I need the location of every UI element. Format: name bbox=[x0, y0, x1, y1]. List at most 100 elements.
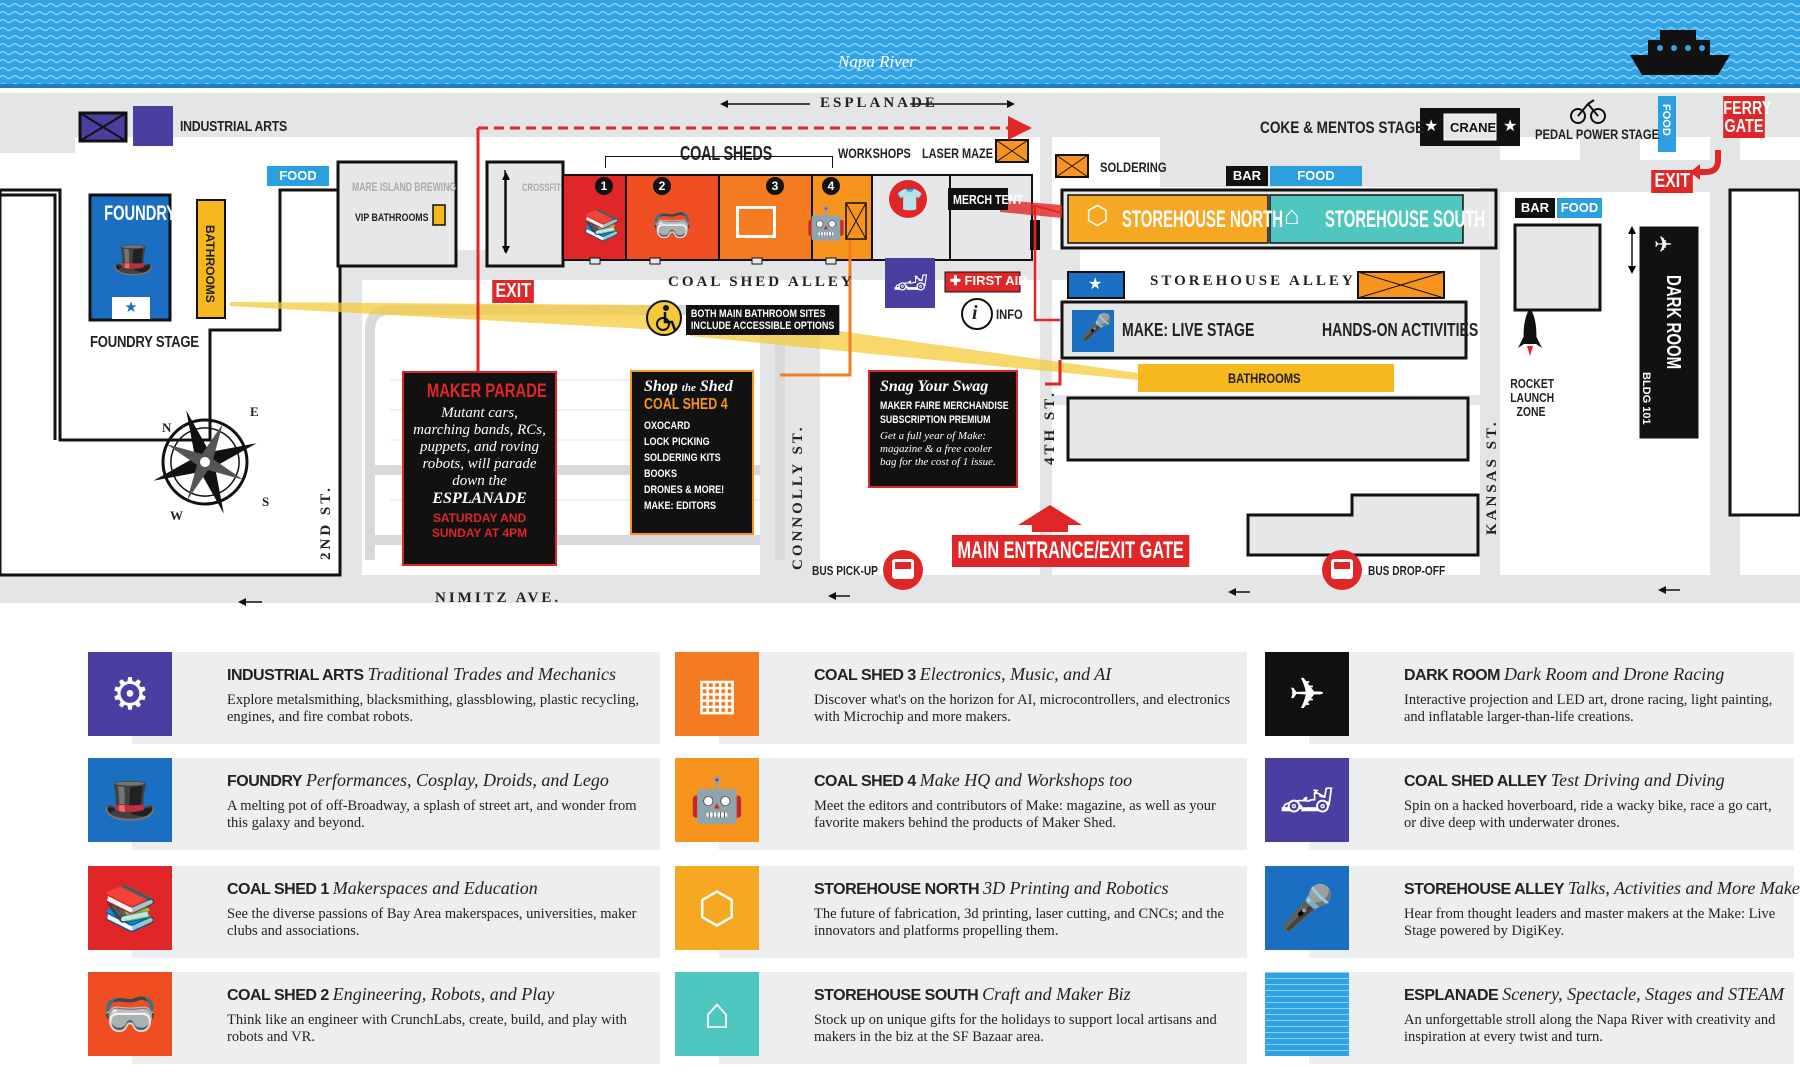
maker-parade-when: SATURDAY AND SUNDAY AT 4PM bbox=[431, 511, 528, 540]
compass-e: E bbox=[250, 404, 259, 419]
accessible-options-label: BOTH MAIN BATHROOM SITES INCLUDE ACCESSI… bbox=[686, 305, 840, 335]
storehouse-north-label: STOREHOUSE NORTH bbox=[1122, 206, 1283, 233]
shop-item: LOCK PICKING bbox=[644, 436, 710, 448]
snag-your-swag-callout: Snag Your Swag MAKER FAIRE MERCHANDISE S… bbox=[868, 370, 1018, 488]
storehouse-south-building bbox=[1269, 194, 1464, 244]
microphone-icon: 🎤 bbox=[1265, 866, 1349, 950]
napa-river bbox=[0, 0, 1800, 88]
legend-tagline: Engineering, Robots, and Play bbox=[332, 984, 555, 1004]
shop-item: SOLDERING KITS bbox=[644, 452, 721, 464]
go-kart-icon: 🏎 bbox=[893, 267, 929, 298]
site-map: Napa River ESPLANADE NIMITZ AVE. COAL SH… bbox=[0, 0, 1800, 606]
mare-island-brewing-label: MARE ISLAND BREWING bbox=[352, 180, 457, 194]
bicycle-icon bbox=[1570, 99, 1606, 124]
main-entrance-label[interactable]: MAIN ENTRANCE/EXIT GATE bbox=[952, 535, 1190, 567]
legend-tagline: Makerspaces and Education bbox=[332, 878, 538, 898]
foundry-bathrooms-label: BATHROOMS bbox=[203, 225, 217, 303]
legend-tagline: Traditional Trades and Mechanics bbox=[367, 664, 617, 684]
legend-description: Interactive projection and LED art, dron… bbox=[1404, 692, 1773, 725]
storehouse-north-building bbox=[1067, 194, 1269, 244]
bar-badge-storehouse: BAR bbox=[1226, 166, 1268, 186]
drone-icon: ✈ bbox=[1654, 232, 1673, 257]
maker-parade-title: MAKER PARADE bbox=[426, 381, 547, 402]
stage-star-icon: ★ bbox=[1088, 276, 1103, 293]
legend-description: Think like an engineer with CrunchLabs, … bbox=[227, 1012, 627, 1045]
legend-description: A melting pot of off-Broadway, a splash … bbox=[227, 798, 637, 831]
main-entrance-arrow bbox=[1018, 505, 1082, 532]
coal-shed-alley-label: COAL SHED ALLEY bbox=[668, 274, 855, 290]
make-live-stage-label: MAKE: LIVE STAGE bbox=[1122, 320, 1255, 340]
compass-s: S bbox=[262, 494, 270, 509]
crane-star-right: ★ bbox=[1503, 118, 1518, 135]
kansas-street-label: KANSAS ST. bbox=[1484, 419, 1500, 535]
compass-n: N bbox=[162, 420, 172, 435]
storehouse-south-label: STOREHOUSE SOUTH bbox=[1325, 206, 1486, 233]
legend-tagline: Performances, Cosplay, Droids, and Lego bbox=[306, 770, 609, 790]
legend-description: Spin on a hacked hoverboard, ride a wack… bbox=[1404, 798, 1772, 831]
legend-description: Hear from thought leaders and master mak… bbox=[1404, 906, 1776, 939]
shed-number-3: 3 bbox=[766, 177, 784, 195]
books-icon: 📚 bbox=[583, 209, 621, 242]
info-label: INFO bbox=[996, 306, 1023, 322]
swag-lines: MAKER FAIRE MERCHANDISE SUBSCRIPTION PRE… bbox=[880, 399, 1009, 427]
ferry-gate-label: FERRY GATE bbox=[1723, 96, 1772, 138]
legend-name: COAL SHED 1 bbox=[227, 881, 329, 898]
3d-printer-icon: ⬡ bbox=[1086, 200, 1109, 230]
compass-rose bbox=[153, 410, 257, 514]
rocket-launch-zone-label: ROCKET LAUNCH ZONE bbox=[1510, 376, 1555, 419]
drone-icon: ✈ bbox=[1265, 652, 1349, 736]
nimitz-label: NIMITZ AVE. bbox=[435, 590, 562, 606]
exit-label-coal-sheds: EXIT bbox=[492, 280, 535, 303]
pedal-power-stage-label: PEDAL POWER STAGE bbox=[1535, 126, 1660, 142]
food-badge-storehouse: FOOD bbox=[1270, 166, 1362, 186]
legend-tagline: 3D Printing and Robotics bbox=[983, 878, 1169, 898]
connolly-street-label: CONNOLLY ST. bbox=[790, 424, 806, 570]
water-icon bbox=[1265, 972, 1349, 1056]
legend-name: COAL SHED 4 bbox=[814, 773, 916, 790]
robot-icon: 🤖 bbox=[675, 758, 759, 842]
legend-tagline: Craft and Maker Biz bbox=[982, 984, 1131, 1004]
maker-parade-callout: MAKER PARADE Mutant cars, marching bands… bbox=[402, 371, 557, 566]
merch-tent-label: MERCH TENT bbox=[953, 192, 1023, 207]
shed-number-4: 4 bbox=[822, 177, 840, 195]
legend-tagline: Test Driving and Diving bbox=[1550, 770, 1725, 790]
swag-body: Get a full year of Make: magazine & a fr… bbox=[880, 430, 996, 468]
legend-tagline: Talks, Activities and More Makers bbox=[1568, 878, 1800, 898]
legend-name: COAL SHED ALLEY bbox=[1404, 773, 1547, 790]
legend-description: Meet the editors and contributors of Mak… bbox=[814, 798, 1216, 831]
legend-name: DARK ROOM bbox=[1404, 667, 1500, 684]
second-street-label: 2ND ST. bbox=[318, 485, 334, 560]
shop-item: MAKE: EDITORS bbox=[644, 500, 717, 512]
storehouse-alley-label: STOREHOUSE ALLEY bbox=[1150, 273, 1356, 289]
shed-number-1: 1 bbox=[595, 177, 613, 195]
maker-parade-body: Mutant cars, marching bands, RCs, puppet… bbox=[413, 405, 546, 489]
swag-line: SUBSCRIPTION PREMIUM bbox=[880, 414, 991, 426]
legend-name: COAL SHED 2 bbox=[227, 987, 329, 1004]
vr-headset-icon: 🥽 bbox=[652, 207, 692, 243]
dark-room-label: DARK ROOM bbox=[1662, 275, 1684, 370]
coal-sheds-bracket bbox=[605, 156, 833, 168]
food-badge-ferry: FOOD bbox=[1660, 104, 1672, 136]
shop-coal-shed-4: COAL SHED 4 bbox=[644, 396, 728, 413]
foundry-label: FOUNDRY bbox=[104, 202, 177, 225]
swag-line: MAKER FAIRE MERCHANDISE bbox=[880, 400, 1009, 412]
food-badge-foundry: FOOD bbox=[267, 166, 329, 186]
legend-name: COAL SHED 3 bbox=[814, 667, 916, 684]
esplanade-label: ESPLANADE bbox=[820, 95, 938, 111]
shed-number-2: 2 bbox=[653, 177, 671, 195]
ferry-icon bbox=[1630, 30, 1730, 75]
